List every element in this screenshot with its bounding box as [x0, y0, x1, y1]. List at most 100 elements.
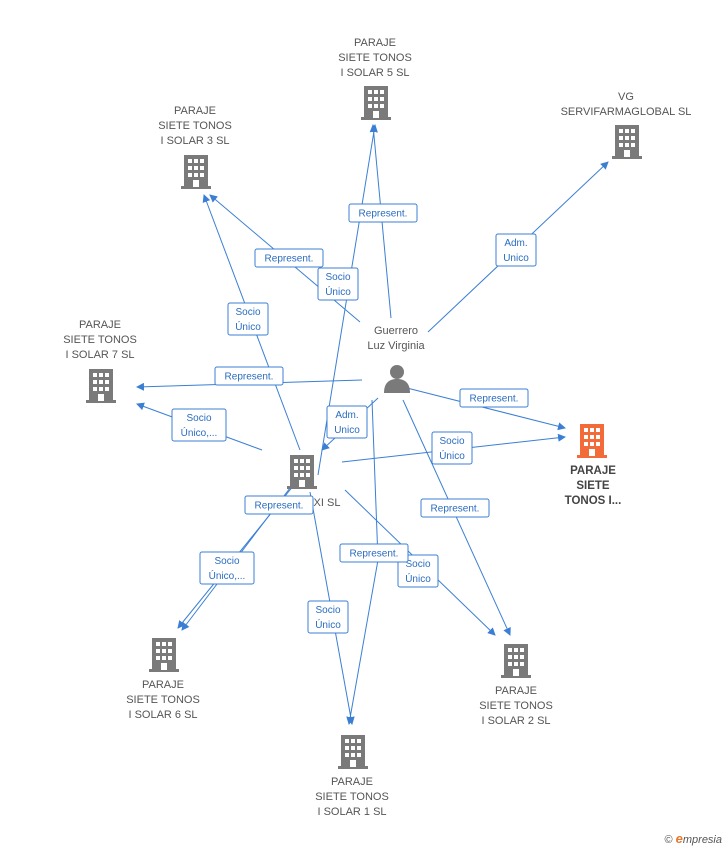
building-icon — [577, 424, 607, 458]
building-icon — [149, 638, 179, 672]
edge-label-p-to-xi[interactable]: Adm. Unico — [326, 405, 368, 439]
edge-label-text: Represent. — [255, 501, 304, 512]
node-label-line: PARAJE — [570, 465, 616, 477]
edge-label-p-to-s3[interactable]: Represent. — [254, 248, 324, 268]
node-label-line: PARAJE — [79, 319, 121, 331]
edge-label-box — [254, 248, 324, 268]
person-icon — [384, 365, 410, 393]
edge-label-text: Socio — [405, 559, 430, 570]
edge-label-text: Represent. — [431, 504, 480, 515]
node-s7[interactable]: PARAJE SIETE TONOS I SOLAR 7 SL — [63, 319, 137, 403]
node-label-line: I SOLAR 3 SL — [160, 135, 229, 147]
footer-brand: © empresia — [664, 831, 722, 846]
edge-label-text: Represent. — [225, 372, 274, 383]
edge-label-box — [199, 551, 255, 585]
node-vg[interactable]: VG SERVIFARMAGLOBAL SL — [561, 91, 692, 159]
building-icon — [338, 735, 368, 769]
edge-label-text: Socio — [315, 605, 340, 616]
building-icon — [181, 155, 211, 189]
edge-label-p-to-vg[interactable]: Adm. Unico — [495, 233, 537, 267]
edge-label-p-to-main[interactable]: Represent. — [459, 388, 529, 408]
building-icon — [361, 86, 391, 120]
edge-label-text: Adm. — [335, 410, 358, 421]
building-icon — [86, 369, 116, 403]
node-label-line: PARAJE — [354, 37, 396, 49]
edge-label-box — [459, 388, 529, 408]
edge-label-text: Único,... — [181, 426, 218, 439]
node-label-line: VG — [618, 91, 634, 103]
edge-label-box — [171, 408, 227, 442]
node-label-line: PARAJE — [174, 105, 216, 117]
edge-label-box — [227, 302, 269, 336]
node-label-line: I SOLAR 7 SL — [65, 349, 134, 361]
edge-label-box — [420, 498, 490, 518]
node-s3[interactable]: PARAJE SIETE TONOS I SOLAR 3 SL — [158, 105, 232, 189]
edge-label-box — [214, 366, 284, 386]
edge-label-text: Represent. — [350, 549, 399, 560]
edge-label-box — [317, 267, 359, 301]
edge-label-text: Único,... — [209, 569, 246, 582]
edge-label-text: Socio — [186, 413, 211, 424]
node-label-line: SIETE TONOS — [158, 120, 232, 132]
edge-label-text: Socio — [214, 556, 239, 567]
edge-label-text: Represent. — [470, 394, 519, 405]
edge-label-text: Único — [405, 572, 431, 585]
brand-logo-text: mpresia — [682, 834, 722, 846]
node-label-line: I SOLAR 1 SL — [317, 806, 386, 818]
node-label-line: SIETE — [576, 480, 610, 492]
node-label-line: TONOS I... — [565, 495, 622, 507]
node-label-line: Luz Virginia — [367, 340, 425, 352]
edge-label-text: Unico — [334, 425, 360, 436]
edge-label-box — [397, 554, 439, 588]
node-label-line: XI SL — [314, 497, 341, 509]
building-icon — [287, 455, 317, 489]
edge-label-p-to-s7[interactable]: Represent. — [214, 366, 284, 386]
edge-label-text: Represent. — [265, 254, 314, 265]
node-label-line: SIETE TONOS — [338, 52, 412, 64]
edge-label-box — [307, 600, 349, 634]
node-label-line: I SOLAR 6 SL — [128, 709, 197, 721]
edge-label-p-to-s6[interactable]: Represent. — [244, 495, 314, 515]
edge-label-box — [431, 431, 473, 465]
edge-label-box — [244, 495, 314, 515]
brand-logo-initial: e — [675, 831, 683, 846]
building-icon — [501, 644, 531, 678]
node-s1[interactable]: PARAJE SIETE TONOS I SOLAR 1 SL — [315, 735, 389, 818]
edge-label-text: Unico — [503, 253, 529, 264]
edge-p-to-main — [406, 387, 566, 431]
edge-label-text: Único — [325, 285, 351, 298]
edge-label-box — [326, 405, 368, 439]
edge-label-p-to-s5[interactable]: Represent. — [348, 203, 418, 223]
edge-label-box — [495, 233, 537, 267]
node-xi[interactable]: XI SL — [287, 455, 340, 509]
edge-label-text: Socio — [235, 307, 260, 318]
node-label-line: Guerrero — [374, 325, 418, 337]
node-label-line: SIETE TONOS — [63, 334, 137, 346]
edge-label-text: Adm. — [504, 238, 527, 249]
node-label-line: I SOLAR 5 SL — [340, 67, 409, 79]
node-label-line: SIETE TONOS — [479, 700, 553, 712]
node-label-line: PARAJE — [331, 776, 373, 788]
node-label-line: SERVIFARMAGLOBAL SL — [561, 106, 692, 118]
edge-label-p-to-s2[interactable]: Represent. — [420, 498, 490, 518]
edge-label-text: Único — [439, 449, 465, 462]
node-label-line: SIETE TONOS — [315, 791, 389, 803]
node-s5[interactable]: PARAJE SIETE TONOS I SOLAR 5 SL — [338, 37, 412, 120]
edge-label-xi-to-s7[interactable]: SocioÚnico,... — [171, 408, 227, 442]
edge-label-text: Único — [235, 320, 261, 333]
node-label-line: PARAJE — [495, 685, 537, 697]
edge-label-p-to-s1[interactable]: Represent. — [339, 543, 409, 563]
edge-label-xi-to-s6[interactable]: SocioÚnico,... — [199, 551, 255, 585]
node-main[interactable]: PARAJE SIETE TONOS I... — [565, 424, 622, 507]
edge-label-text: Socio — [325, 272, 350, 283]
edge-label-text: Represent. — [359, 209, 408, 220]
